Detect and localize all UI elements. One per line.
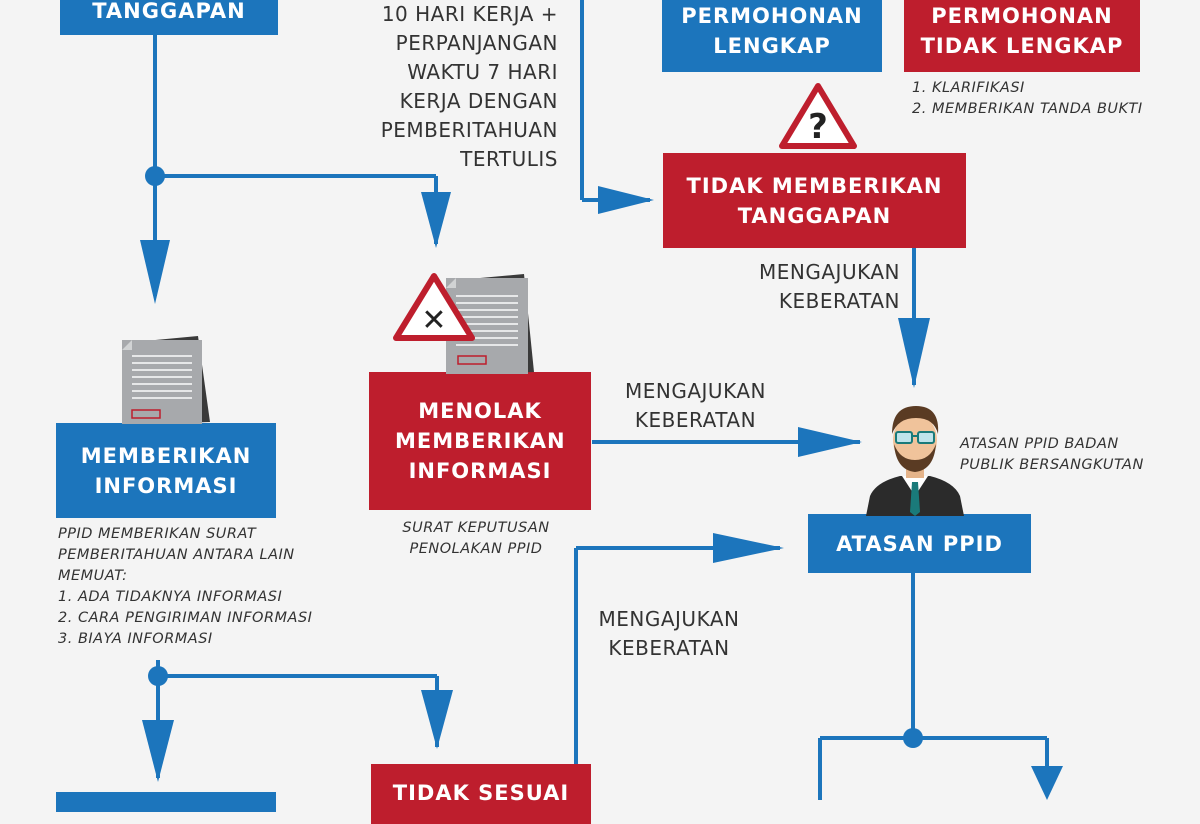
waktu-line: PERPANJANGAN: [395, 31, 558, 55]
note-line: 3. BIAYA INFORMASI: [58, 631, 213, 647]
document-icon: [122, 336, 210, 424]
keberatan-line: MENGAJUKAN: [598, 607, 740, 631]
note-line: PPID MEMBERIKAN SURAT: [58, 526, 257, 542]
note-line: 1. ADA TIDAKNYA INFORMASI: [58, 589, 283, 605]
bottom-left-box: [56, 792, 276, 812]
arrow-down-icon: [421, 192, 451, 248]
keberatan-label-3: MENGAJUKAN KEBERATAN: [584, 605, 754, 663]
permohonan-lengkap-label: PERMOHONAN LENGKAP: [681, 4, 863, 58]
arrow-right-icon: [713, 533, 784, 563]
arrow-down-icon: [421, 690, 453, 749]
menolak-memberikan-informasi-label: MENOLAK MEMBERIKAN INFORMASI: [395, 399, 566, 483]
tidak-memberikan-tanggapan-box: TIDAK MEMBERIKAN TANGGAPAN: [663, 153, 966, 248]
person-avatar-icon: [866, 406, 964, 516]
tanggapan-box: TANGGAPAN: [60, 0, 278, 35]
permohonan-tidak-lengkap-label: PERMOHONAN TIDAK LENGKAP: [920, 4, 1124, 58]
note-line: 1. KLARIFIKASI: [912, 80, 1025, 96]
keberatan-label-2: MENGAJUKAN KEBERATAN: [608, 377, 783, 435]
flow-connectors: [140, 0, 1063, 800]
tanggapan-label: TANGGAPAN: [92, 0, 246, 23]
note-line: PEMBERITAHUAN ANTARA LAIN: [58, 547, 295, 563]
arrow-down-icon: [142, 720, 174, 782]
arrow-down-icon: [898, 318, 930, 388]
waktu-line: KERJA DENGAN: [399, 89, 558, 113]
waktu-line: TERTULIS: [460, 147, 558, 171]
keberatan-line: MENGAJUKAN: [759, 260, 900, 284]
waktu-line: PEMBERITAHUAN: [380, 118, 558, 142]
atasan-ppid-label: ATASAN PPID: [836, 531, 1003, 556]
note-line: PUBLIK BERSANGKUTAN: [960, 457, 1144, 473]
keberatan-line: KEBERATAN: [608, 636, 730, 660]
warning-cross-glyph: ✕: [421, 303, 446, 338]
atasan-ppid-box: ATASAN PPID: [808, 514, 1031, 573]
warning-question-glyph: ?: [808, 107, 828, 147]
tidak-memberikan-tanggapan-label: TIDAK MEMBERIKAN TANGGAPAN: [686, 173, 943, 228]
surat-keputusan-note: SURAT KEPUTUSAN PENOLAKAN PPID: [386, 518, 566, 560]
tidak-lengkap-note: 1. KLARIFIKASI 2. MEMBERIKAN TANDA BUKTI: [912, 78, 1143, 120]
junction-dot: [903, 728, 923, 748]
permohonan-lengkap-box: PERMOHONAN LENGKAP: [662, 0, 882, 72]
arrow-down-icon: [140, 240, 170, 304]
note-line: MEMUAT:: [58, 568, 128, 584]
waktu-label: 10 HARI KERJA + PERPANJANGAN WAKTU 7 HAR…: [340, 0, 558, 174]
tidak-sesuai-label: TIDAK SESUAI: [392, 781, 570, 805]
arrow-down-icon: [1031, 766, 1063, 800]
tidak-sesuai-box: TIDAK SESUAI: [371, 764, 591, 824]
waktu-line: WAKTU 7 HARI: [407, 60, 558, 84]
arrow-right-icon: [598, 186, 654, 214]
junction-dot: [148, 666, 168, 686]
ppid-surat-note: PPID MEMBERIKAN SURAT PEMBERITAHUAN ANTA…: [58, 524, 312, 650]
keberatan-label-1: MENGAJUKAN KEBERATAN: [720, 258, 900, 316]
memberikan-informasi-label: MEMBERIKAN INFORMASI: [80, 443, 252, 498]
junction-dot: [145, 166, 165, 186]
memberikan-informasi-box: MEMBERIKAN INFORMASI: [56, 423, 276, 518]
note-line: 2. CARA PENGIRIMAN INFORMASI: [58, 610, 313, 626]
keberatan-line: MENGAJUKAN: [625, 379, 766, 403]
note-line: ATASAN PPID BADAN: [960, 436, 1119, 452]
document-icon: [446, 274, 534, 374]
menolak-memberikan-informasi-box: MENOLAK MEMBERIKAN INFORMASI: [369, 372, 591, 510]
atasan-note: ATASAN PPID BADAN PUBLIK BERSANGKUTAN: [960, 434, 1144, 476]
warning-question-icon: ?: [779, 83, 857, 149]
permohonan-tidak-lengkap-box: PERMOHONAN TIDAK LENGKAP: [904, 0, 1140, 72]
note-line: SURAT KEPUTUSAN: [402, 520, 550, 536]
waktu-line: 10 HARI KERJA +: [381, 2, 558, 26]
warning-cross-icon: ✕: [393, 273, 475, 341]
note-line: PENOLAKAN PPID: [409, 541, 543, 557]
keberatan-line: KEBERATAN: [634, 408, 757, 432]
note-line: 2. MEMBERIKAN TANDA BUKTI: [912, 101, 1143, 117]
arrow-right-icon: [798, 427, 862, 457]
keberatan-line: KEBERATAN: [778, 289, 900, 313]
